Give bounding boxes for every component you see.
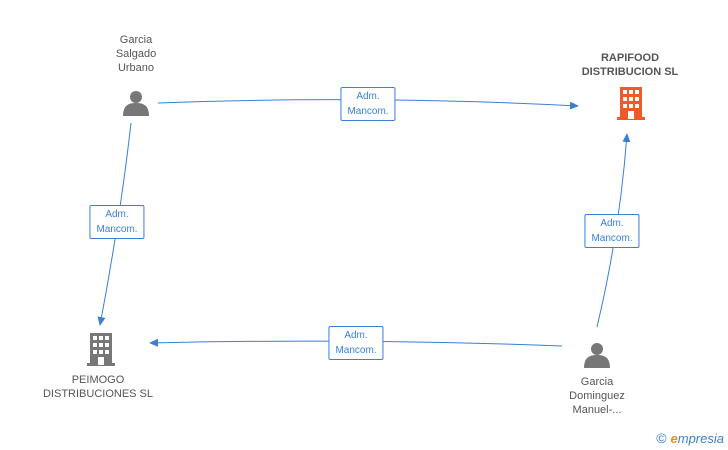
- label-line: Garcia: [119, 34, 153, 46]
- empresia-watermark: © empresia: [656, 430, 724, 446]
- edge-label-line: Mancom.: [96, 224, 138, 235]
- label-line: Urbano: [117, 62, 155, 74]
- edge-label-line: Adm.: [344, 330, 368, 341]
- edge-label-line: Adm.: [356, 91, 380, 102]
- edge-label-line: Adm.: [105, 209, 129, 220]
- edge-label-adm-mancom[interactable]: Adm. Mancom.: [340, 87, 396, 121]
- building-icon: [617, 87, 645, 120]
- brand-logo: empresia: [671, 431, 724, 446]
- edge-label-adm-mancom[interactable]: Adm. Mancom.: [584, 214, 640, 248]
- label-line: RAPIFOOD: [600, 52, 660, 64]
- person-icon: [123, 91, 149, 116]
- person-icon: [584, 343, 610, 368]
- label-line: DISTRIBUCIONES SL: [42, 388, 154, 400]
- company-label-rapifood[interactable]: RAPIFOOD DISTRIBUCION SL: [582, 51, 679, 79]
- person-label-garcia-salgado-urbano[interactable]: Garcia Salgado Urbano: [116, 33, 156, 75]
- person-label-garcia-dominguez[interactable]: Garcia Dominguez Manuel-...: [569, 375, 625, 417]
- company-label-peimogo[interactable]: PEIMOGO DISTRIBUCIONES SL: [43, 373, 153, 401]
- label-line: DISTRIBUCION SL: [581, 66, 679, 78]
- copyright-icon: ©: [656, 430, 667, 446]
- edge-label-adm-mancom[interactable]: Adm. Mancom.: [328, 326, 384, 360]
- building-icon: [87, 333, 115, 366]
- edge-label-adm-mancom[interactable]: Adm. Mancom.: [89, 205, 145, 239]
- edge-label-line: Mancom.: [347, 106, 389, 117]
- brand-logo-rest: mpresia: [677, 430, 724, 446]
- label-line: Dominguez: [569, 390, 625, 402]
- label-line: Manuel-...: [572, 404, 622, 416]
- edge-label-line: Mancom.: [591, 233, 633, 244]
- brand-logo-e: e: [670, 430, 678, 446]
- label-line: Salgado: [115, 48, 157, 60]
- edge-label-line: Mancom.: [335, 345, 377, 356]
- label-line: Garcia: [580, 376, 614, 388]
- edge-label-line: Adm.: [600, 218, 624, 229]
- label-line: PEIMOGO: [71, 374, 125, 386]
